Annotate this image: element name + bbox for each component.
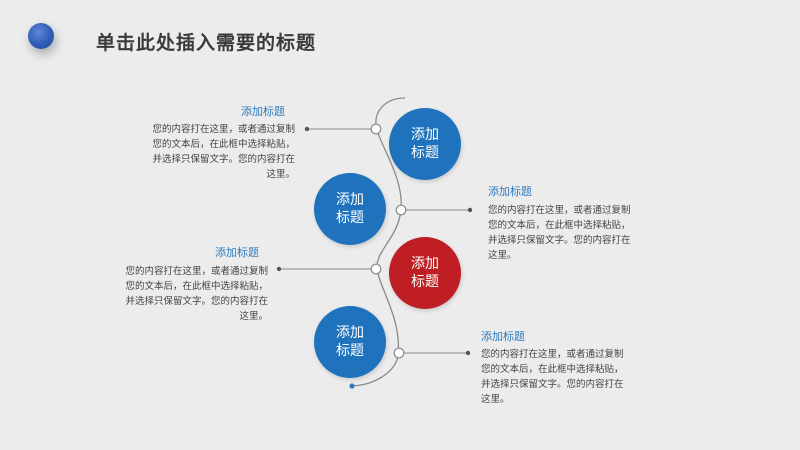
junction-node-3 xyxy=(370,263,382,275)
step-circle-2: 添加标题 xyxy=(314,173,386,245)
junction-node-4 xyxy=(393,347,405,359)
step-2-heading: 添加标题 xyxy=(488,185,532,198)
step-4-text: 您的内容打在这里，或者通过复制您的文本后，在此框中选择粘贴，并选择只保留文字。您… xyxy=(481,349,624,405)
step-circle-1: 添加标题 xyxy=(389,108,461,180)
logo-dot xyxy=(28,23,54,49)
step-4-heading: 添加标题 xyxy=(481,330,525,343)
page-title: 单击此处插入需要的标题 xyxy=(96,32,317,54)
junction-node-2 xyxy=(395,204,407,216)
step-circle-4: 添加标题 xyxy=(314,306,386,378)
step-circle-3: 添加标题 xyxy=(389,237,461,309)
step-circle-2-label: 添加标题 xyxy=(336,192,364,226)
leader-dot-4 xyxy=(465,350,471,356)
step-circle-3-label: 添加标题 xyxy=(411,256,439,290)
leader-dot-3 xyxy=(276,266,282,272)
step-3-text: 您的内容打在这里，或者通过复制您的文本后，在此框中选择粘贴，并选择只保留文字。您… xyxy=(125,266,268,322)
step-1-heading: 添加标题 xyxy=(241,105,285,118)
curve-end-dot xyxy=(349,383,355,389)
step-3-heading: 添加标题 xyxy=(215,246,259,259)
junction-node-1 xyxy=(370,123,382,135)
step-circle-1-label: 添加标题 xyxy=(411,127,439,161)
step-circle-4-label: 添加标题 xyxy=(336,325,364,359)
step-2-text: 您的内容打在这里，或者通过复制您的文本后，在此框中选择粘贴，并选择只保留文字。您… xyxy=(488,205,631,261)
step-1-text: 您的内容打在这里，或者通过复制您的文本后，在此框中选择粘贴，并选择只保留文字。您… xyxy=(152,124,295,180)
leader-dot-1 xyxy=(304,126,310,132)
leader-dot-2 xyxy=(467,207,473,213)
